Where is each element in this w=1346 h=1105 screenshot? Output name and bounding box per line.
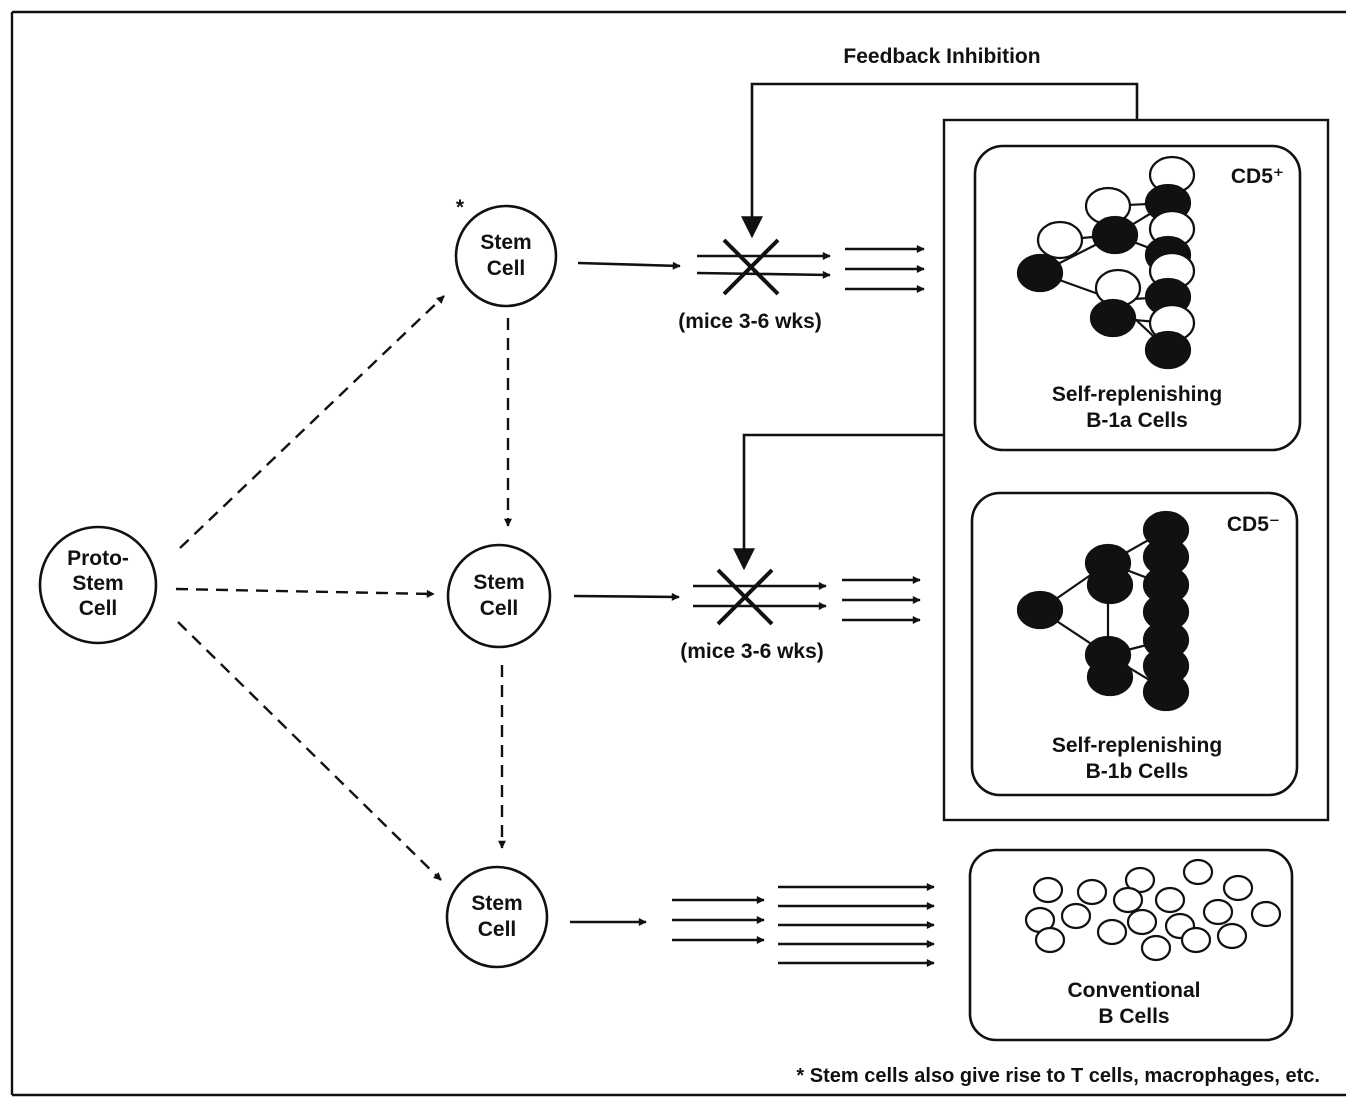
feedback-inhibition-label: Feedback Inhibition bbox=[843, 45, 1040, 68]
conventional-cell-cluster bbox=[1024, 858, 1282, 962]
proto-stem-line-3: Cell bbox=[79, 597, 118, 620]
arrows-bottom-three bbox=[672, 896, 765, 944]
stem-cell-bottom-node: Stem Cell bbox=[445, 865, 549, 969]
dashed-arrow-proto-to-top bbox=[179, 295, 445, 549]
conventional-label-line-1: Conventional bbox=[1067, 979, 1200, 1002]
stem-top-line-1: Stem bbox=[480, 231, 531, 254]
proto-stem-cell-node: Proto- Stem Cell bbox=[38, 525, 158, 645]
arrow-stem-top-out bbox=[577, 261, 681, 270]
b1a-label-line-2: B-1a Cells bbox=[1086, 409, 1188, 432]
stem-middle-line-1: Stem bbox=[473, 571, 524, 594]
proto-stem-line-2: Stem bbox=[72, 572, 123, 595]
feedback-arrow-middle bbox=[733, 433, 944, 571]
outer-frame bbox=[10, 10, 1346, 1097]
blocked-arrows-middle bbox=[693, 568, 827, 626]
marker-cd5-positive: CD5⁺ bbox=[1231, 165, 1284, 188]
arrows-bottom-five bbox=[778, 883, 935, 967]
triple-arrows-middle bbox=[842, 576, 921, 624]
stem-bottom-line-1: Stem bbox=[471, 892, 522, 915]
dashed-arrow-proto-to-bottom bbox=[177, 621, 442, 881]
stem-middle-line-2: Cell bbox=[480, 597, 519, 620]
age-label-middle: (mice 3-6 wks) bbox=[680, 640, 824, 663]
b1a-label-line-1: Self-replenishing bbox=[1052, 383, 1222, 406]
proto-stem-line-1: Proto- bbox=[67, 547, 129, 570]
feedback-arrow-top bbox=[741, 82, 1139, 239]
dashed-arrow-proto-to-middle bbox=[175, 587, 435, 598]
triple-arrows-top bbox=[845, 245, 925, 293]
footnote: * Stem cells also give rise to T cells, … bbox=[796, 1065, 1320, 1087]
panel-b1a-cells: CD5⁺ bbox=[973, 144, 1302, 452]
b1b-label-line-2: B-1b Cells bbox=[1086, 760, 1189, 783]
conventional-label-line-2: B Cells bbox=[1098, 1005, 1169, 1028]
arrow-stem-middle-out bbox=[573, 592, 680, 601]
stem-bottom-line-2: Cell bbox=[478, 918, 517, 941]
age-label-top: (mice 3-6 wks) bbox=[678, 310, 822, 333]
b1a-cell-cluster bbox=[1016, 155, 1196, 370]
asterisk-mark: * bbox=[456, 196, 465, 219]
stem-top-line-2: Cell bbox=[487, 257, 526, 280]
panel-conventional-b-cells: Conventional B Cells bbox=[968, 848, 1294, 1042]
stem-cell-top-node: Stem Cell bbox=[454, 204, 558, 308]
marker-cd5-negative: CD5⁻ bbox=[1227, 513, 1280, 536]
panel-b1b-cells: CD5⁻ Self-replenishing bbox=[970, 491, 1299, 797]
b1b-label-line-1: Self-replenishing bbox=[1052, 734, 1222, 757]
blocked-arrows-top bbox=[696, 238, 831, 296]
stem-cell-middle-node: Stem Cell bbox=[446, 543, 552, 649]
b1b-cell-cluster bbox=[1016, 510, 1190, 712]
